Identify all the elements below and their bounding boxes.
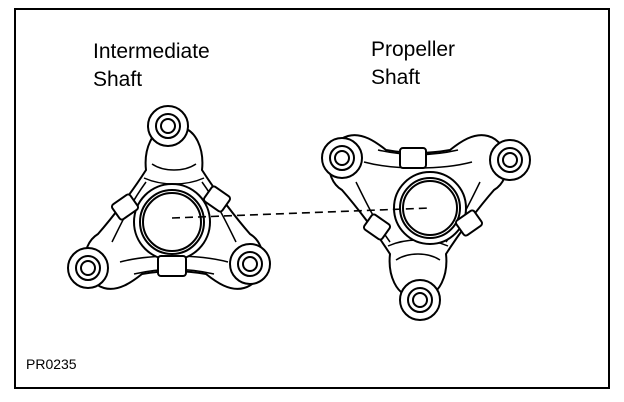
center-hub bbox=[393, 171, 467, 245]
intermediate-shaft-label-line1: Intermediate bbox=[93, 40, 210, 63]
bolt-hole-upper-right bbox=[489, 139, 531, 181]
intermediate-shaft-label-line2: Shaft bbox=[93, 68, 143, 91]
lug-left bbox=[363, 213, 391, 241]
lug-left bbox=[111, 193, 139, 221]
alignment-dashed-line bbox=[171, 207, 431, 219]
propeller-shaft-label-line2: Shaft bbox=[371, 66, 421, 89]
lug-top bbox=[399, 147, 427, 169]
propeller-shaft-flange bbox=[321, 134, 531, 321]
center-hub bbox=[133, 183, 211, 261]
propeller-shaft-label-line1: Propeller bbox=[371, 38, 456, 61]
figure-code: PR0235 bbox=[26, 356, 77, 372]
bolt-hole-right bbox=[229, 243, 271, 285]
lug-right bbox=[203, 185, 231, 213]
bolt-hole-upper-left bbox=[321, 137, 363, 179]
lug-right bbox=[455, 209, 483, 237]
intermediate-shaft-flange bbox=[67, 105, 271, 290]
bolt-hole-top bbox=[147, 105, 189, 147]
lug-bottom bbox=[157, 255, 187, 277]
bolt-hole-bottom bbox=[399, 279, 441, 321]
bolt-hole-left bbox=[67, 247, 109, 289]
figure-frame bbox=[14, 8, 610, 389]
